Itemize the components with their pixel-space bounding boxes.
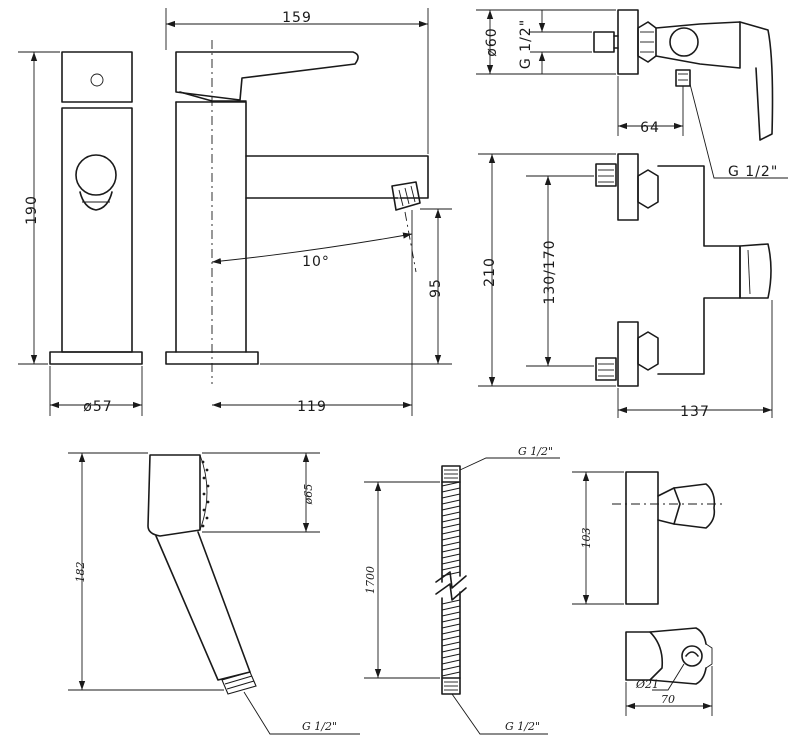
hose-length-label: 1700 <box>364 566 377 594</box>
faucet-front-view: 159 10° 95 119 <box>165 8 452 416</box>
mixer-top-thread-label: G 1/2" <box>518 19 534 69</box>
faucet-diameter-label: ø57 <box>83 399 112 415</box>
mixer-centers-label: 130/170 <box>542 239 558 304</box>
faucet-height-label: 190 <box>24 195 40 225</box>
hand-shower-thread-label: G 1/2" <box>302 720 337 733</box>
faucet-reach-label: 119 <box>297 399 327 415</box>
mixer-top-diameter-label: ø60 <box>484 27 500 56</box>
holder-height-label: 103 <box>580 528 593 549</box>
hand-shower-head-diameter-label: ø65 <box>302 484 315 506</box>
hand-shower-length-label: 182 <box>74 562 87 583</box>
faucet-angle-label: 10° <box>302 254 330 270</box>
holder-top-view: Ø21 70 <box>625 627 713 716</box>
shower-mixer-front-view: 210 130/170 137 <box>478 153 773 420</box>
hose-lower-coil <box>441 591 461 679</box>
holder-side-view: 103 <box>572 471 722 605</box>
spray-nozzles <box>201 460 210 528</box>
hose-view: 1700 G 1/2" G 1/2" <box>364 445 560 735</box>
hose-bottom-thread-label: G 1/2" <box>505 720 540 733</box>
mixer-height-label: 210 <box>482 257 498 287</box>
mixer-outlet-thread-label: G 1/2" <box>728 164 778 180</box>
hose-upper-coil <box>441 481 461 583</box>
faucet-spout-height-label: 95 <box>428 278 444 298</box>
holder-hole-label: Ø21 <box>635 678 659 691</box>
hand-shower-view: 182 ø65 G 1/2" <box>68 452 360 735</box>
mixer-width-label: 137 <box>680 404 710 420</box>
mixer-top-depth-label: 64 <box>640 120 660 136</box>
shower-mixer-top-view: ø60 G 1/2" 64 G 1/2" <box>476 9 788 180</box>
holder-width-label: 70 <box>661 693 675 706</box>
hose-top-thread-label: G 1/2" <box>518 445 553 458</box>
faucet-length-label: 159 <box>282 10 312 26</box>
faucet-side-view: 190 ø57 <box>18 51 143 416</box>
